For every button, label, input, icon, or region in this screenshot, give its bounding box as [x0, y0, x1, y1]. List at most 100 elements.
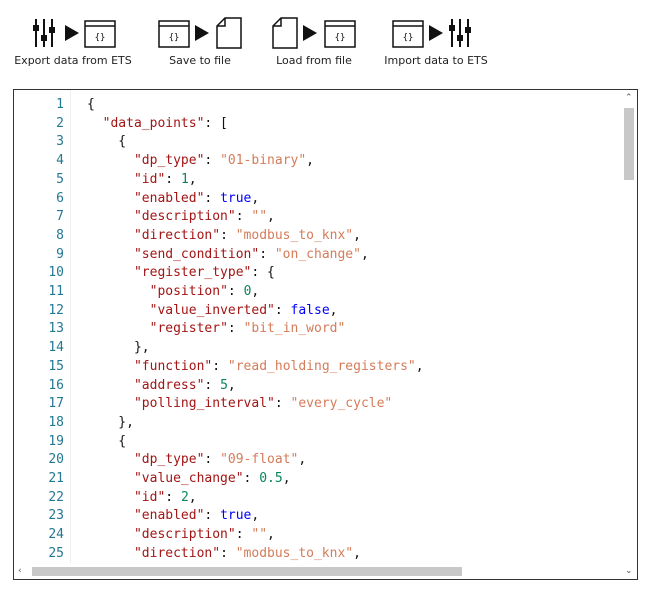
line-number: 7: [56, 209, 64, 225]
code-token: true: [220, 508, 252, 524]
line-number: 25: [48, 545, 64, 561]
code-token: [87, 527, 134, 542]
code-line: "address": 5,: [87, 377, 236, 396]
code-token: "read_holding_registers": [227, 358, 416, 374]
json-window-icon: {}: [84, 20, 116, 48]
code-token: [87, 209, 134, 224]
line-number: 19: [48, 433, 64, 449]
code-token: :: [165, 489, 181, 505]
toolbar: {} Export data from ETS {} Save to file: [0, 0, 649, 80]
code-token: "enabled": [133, 508, 205, 524]
horizontal-scroll-thumb[interactable]: [32, 567, 462, 576]
code-token: ,: [415, 358, 424, 374]
line-number: 11: [48, 284, 64, 299]
line-number: 20: [48, 452, 64, 468]
arrow-right-icon: [303, 25, 317, 41]
code-token: "01-binary": [220, 153, 307, 169]
vertical-scroll-thumb[interactable]: [624, 108, 634, 180]
import-data-to-ets-button[interactable]: {} Import data to ETS: [380, 10, 492, 72]
code-token: "register_type": [133, 265, 252, 281]
code-line: "function": "read_holding_registers",: [87, 358, 424, 377]
load-icon-group: {}: [264, 16, 364, 52]
code-token: :: [227, 284, 244, 299]
code-token: ,: [329, 302, 338, 318]
export-label: Export data from ETS: [14, 54, 132, 67]
code-line: "send_condition": "on_change",: [87, 246, 369, 265]
code-token: "modbus_to_knx": [235, 227, 354, 243]
code-token: "direction": [133, 545, 221, 561]
code-token: "send_condition": [133, 246, 260, 262]
code-line: "description": "",: [87, 208, 275, 227]
code-line: {: [87, 133, 126, 152]
line-number: 10: [48, 265, 64, 281]
code-line: "enabled": true,: [87, 190, 259, 209]
code-token: "on_change": [274, 246, 361, 262]
code-token: :: [204, 452, 221, 468]
code-token: {: [87, 134, 127, 150]
horizontal-scrollbar[interactable]: ‹: [14, 563, 621, 579]
code-line: {: [87, 96, 95, 115]
export-data-from-ets-button[interactable]: {} Export data from ETS: [14, 10, 132, 72]
save-to-file-button[interactable]: {} Save to file: [150, 10, 250, 72]
code-token: {: [87, 433, 127, 449]
code-token: "register": [149, 321, 228, 337]
line-number: 9: [56, 246, 64, 262]
file-icon: [272, 17, 298, 49]
code-area[interactable]: { "data_points": [ { "dp_type": "01-bina…: [71, 90, 621, 563]
code-token: :: [235, 209, 252, 225]
line-number: 24: [48, 527, 64, 543]
code-line: "direction": "modbus_to_knx",: [87, 227, 361, 246]
code-token: true: [220, 190, 252, 206]
line-number: 1: [56, 97, 64, 112]
code-token: ,: [353, 227, 361, 243]
line-number: 15: [48, 358, 64, 374]
scroll-up-icon[interactable]: ⌃: [625, 93, 633, 103]
code-token: [87, 490, 134, 505]
scrollbar-corner: ⌄: [621, 563, 637, 579]
json-window-icon: {}: [324, 20, 356, 48]
code-token: ,: [306, 153, 314, 169]
json-window-icon: {}: [392, 20, 424, 48]
code-token: "function": [133, 358, 213, 374]
code-token: ,: [282, 471, 291, 486]
code-token: "address": [133, 377, 205, 393]
code-token: : {: [251, 265, 275, 281]
load-from-file-button[interactable]: {} Load from file: [264, 10, 364, 72]
code-line: "dp_type": "01-binary",: [87, 152, 314, 171]
code-token: :: [243, 471, 260, 486]
line-number: 8: [56, 227, 64, 243]
svg-text:{}: {}: [95, 33, 106, 43]
code-token: "": [251, 209, 268, 225]
code-token: "dp_type": [133, 153, 205, 169]
code-token: ,: [188, 489, 197, 505]
line-number: 16: [48, 377, 64, 393]
code-line: "value_inverted": false,: [87, 302, 338, 321]
load-label: Load from file: [276, 54, 352, 67]
import-icon-group: {}: [380, 16, 492, 52]
code-token: [87, 546, 134, 561]
code-token: :: [274, 396, 291, 412]
line-number: 5: [56, 171, 64, 187]
code-token: "position": [149, 284, 228, 299]
sliders-icon: [33, 19, 55, 47]
code-token: "every_cycle": [290, 396, 393, 412]
code-token: : [: [204, 115, 228, 131]
file-icon: [216, 17, 242, 49]
line-number: 18: [48, 414, 64, 430]
code-token: ,: [188, 171, 197, 187]
scroll-left-icon[interactable]: ‹: [18, 566, 22, 576]
vertical-scrollbar[interactable]: ⌃: [621, 90, 637, 563]
export-icon-group: {}: [14, 16, 132, 52]
svg-text:{}: {}: [403, 33, 414, 43]
code-token: [87, 247, 134, 262]
code-token: :: [274, 302, 291, 318]
code-token: false: [290, 302, 330, 318]
code-token: ,: [298, 452, 307, 468]
arrow-right-icon: [429, 25, 443, 41]
scroll-down-icon[interactable]: ⌄: [625, 566, 633, 576]
line-number: 23: [48, 508, 64, 524]
line-number: 22: [48, 489, 64, 505]
json-window-icon: {}: [158, 20, 190, 48]
code-token: ,: [227, 377, 236, 393]
